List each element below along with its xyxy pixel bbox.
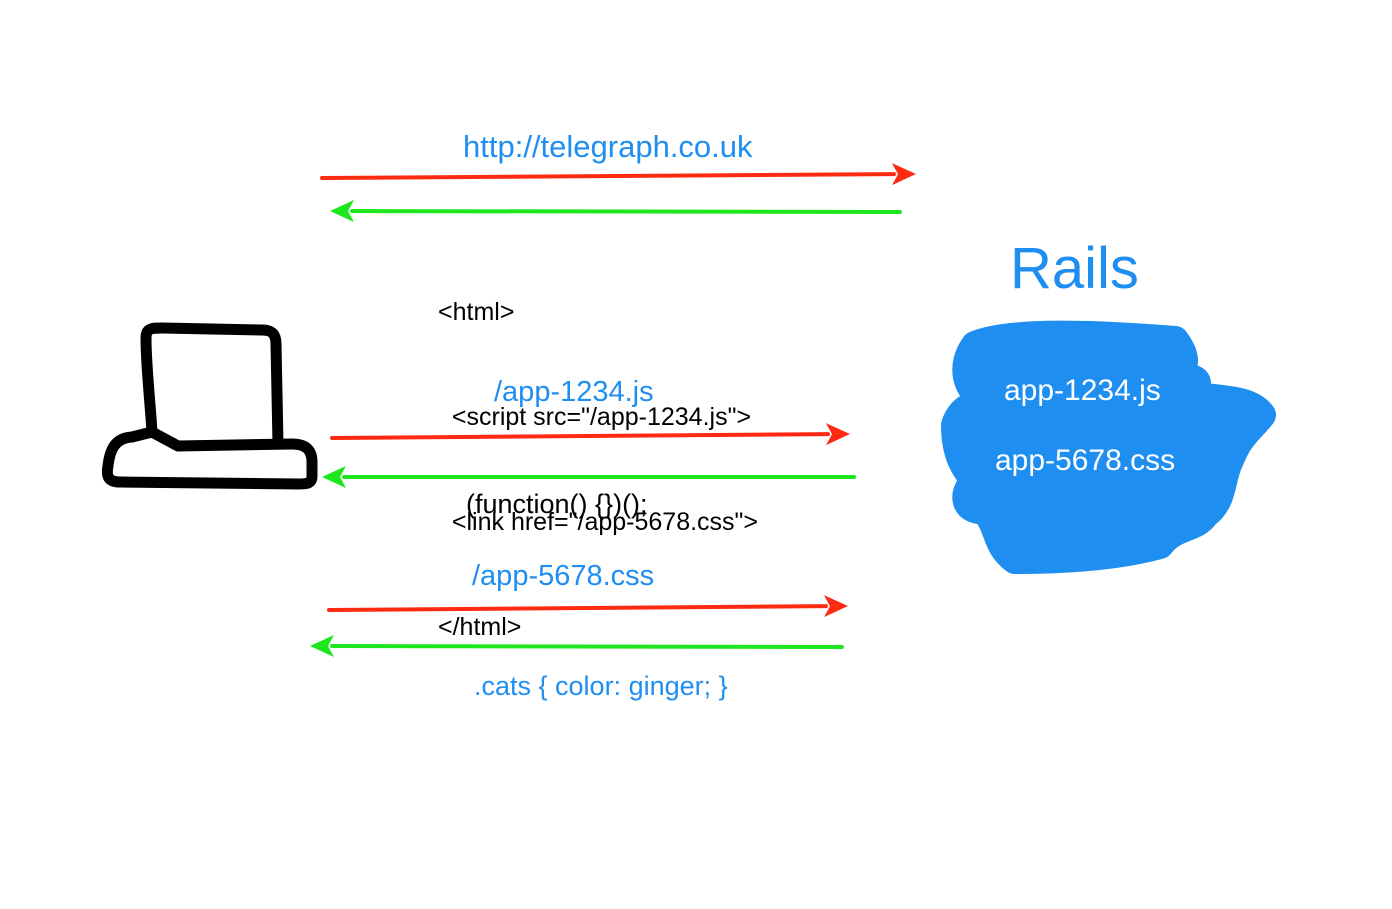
js-request-label: /app-1234.js xyxy=(494,376,654,408)
server-asset-css: app-5678.css xyxy=(995,444,1176,477)
request-arrow-2-shaft xyxy=(330,432,831,440)
code-line: </html> xyxy=(438,613,522,641)
html-response-code: <html> <script src="/app-1234.js"> <link… xyxy=(438,225,758,680)
response-arrow-3-shaft xyxy=(329,644,844,649)
request-arrow-1-head xyxy=(891,163,916,186)
response-arrow-3 xyxy=(310,635,844,658)
code-line: <link href="/app-5678.css"> xyxy=(438,508,759,536)
response-arrow-1-shaft xyxy=(349,209,902,214)
rails-server-blob xyxy=(941,320,1276,574)
server-asset-js: app-1234.js xyxy=(1004,374,1161,407)
response-arrow-1-head xyxy=(330,200,355,223)
request-arrow-3-shaft xyxy=(327,604,829,612)
request-arrow-2 xyxy=(330,423,850,446)
response-arrow-2 xyxy=(322,466,856,488)
request-arrow-1-shaft xyxy=(320,172,897,180)
laptop-icon xyxy=(101,322,318,490)
request-url-label: http://telegraph.co.uk xyxy=(463,129,753,164)
css-response-label: .cats { color: ginger; } xyxy=(474,671,728,701)
request-arrow-3-head xyxy=(823,595,848,618)
code-line: <script src="/app-1234.js"> xyxy=(438,403,752,431)
request-arrow-1 xyxy=(320,163,916,186)
code-line: <html> xyxy=(438,298,515,326)
css-request-label: /app-5678.css xyxy=(472,560,655,592)
request-arrow-2-head xyxy=(825,423,850,446)
response-arrow-2-head xyxy=(322,466,346,488)
response-arrow-3-head xyxy=(310,635,335,658)
request-arrow-3 xyxy=(327,595,848,618)
response-arrow-1 xyxy=(330,200,902,223)
js-response-label: (function() {})(); xyxy=(466,489,648,519)
laptop-screen xyxy=(140,322,284,450)
laptop-base xyxy=(101,426,318,490)
arrows-group xyxy=(310,163,916,658)
rails-server-label: Rails xyxy=(1010,236,1139,301)
